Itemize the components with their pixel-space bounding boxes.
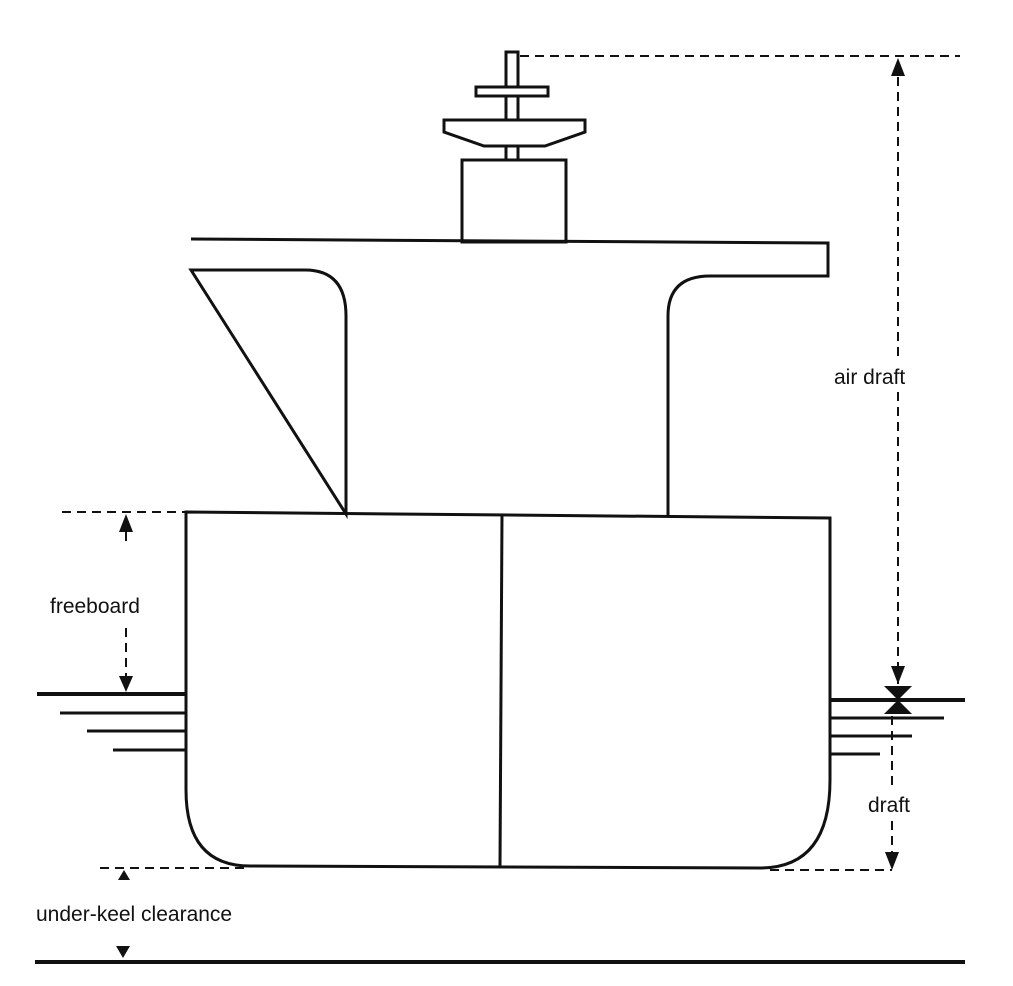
waterline-symbol-bottom [884,700,912,714]
freeboard-arrow-up [119,514,133,532]
mast-housing [460,158,568,244]
under-keel-arrow-up [118,870,130,880]
mast [442,50,587,244]
freeboard-label: freeboard [50,595,140,618]
hull-centerline [498,513,504,867]
draft-dimension: draft [770,716,932,871]
under-keel-clearance-dimension: under-keel clearance [36,867,250,958]
mast-crossbar [474,85,550,98]
draft-label: draft [868,794,910,817]
air-draft-label: air draft [834,366,905,389]
deck-outline [188,237,830,520]
draft-arrow-down [885,852,899,870]
mast-platform [442,118,587,148]
under-keel-arrow-down [116,946,130,958]
air-draft-arrow-up [891,58,905,76]
superstructure [188,237,830,520]
draft-label-bg [866,790,932,820]
waterline-symbol-top [884,686,912,700]
air-draft-dimension: air draft [520,55,960,684]
hull [184,510,832,870]
air-draft-label-bg [832,362,936,392]
air-draft-arrow-down [891,666,905,684]
water-lines-left [37,692,186,752]
hull-outline [184,510,832,870]
under-keel-clearance-label: under-keel clearance [36,903,232,926]
water-lines-right [830,686,965,756]
freeboard-arrow-down [119,676,133,692]
freeboard-dimension: freeboard [50,511,186,692]
